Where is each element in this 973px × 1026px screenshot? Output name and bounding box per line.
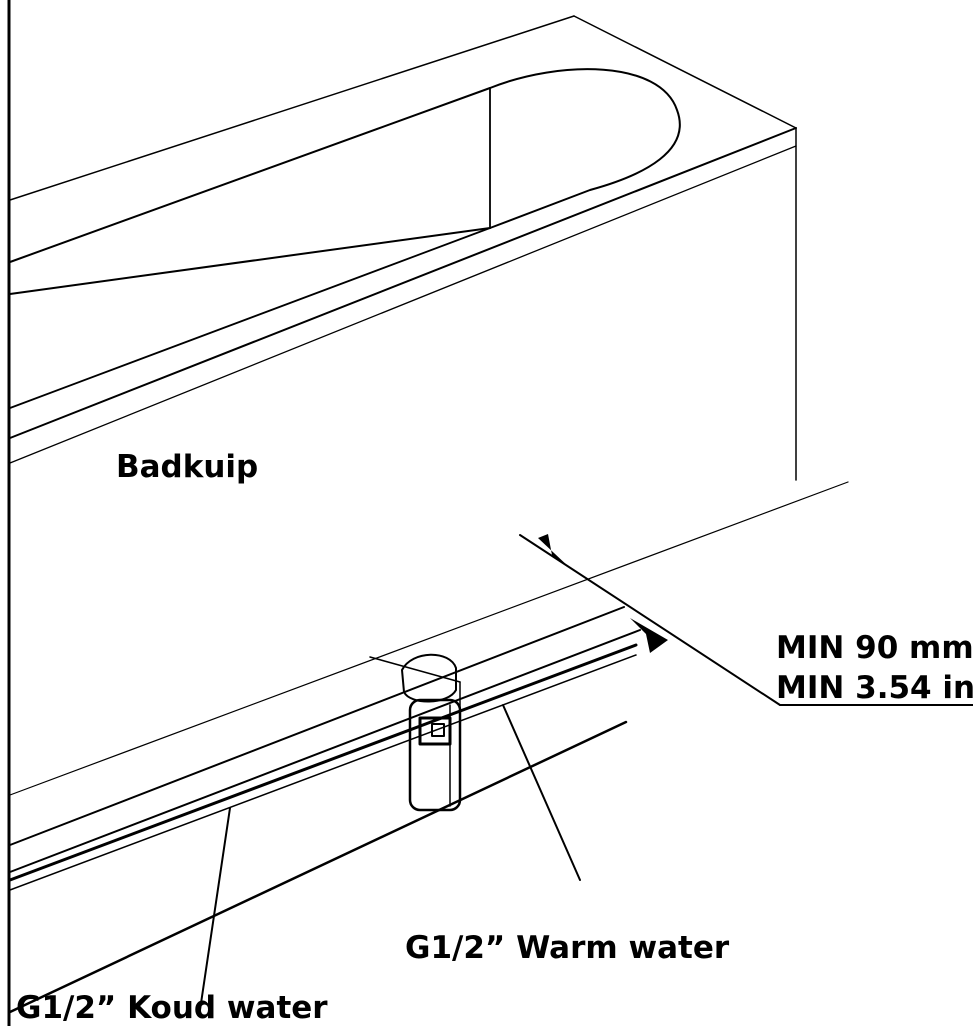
pipe-upper-line xyxy=(8,643,638,882)
min-mm-label: MIN 90 mm xyxy=(776,630,973,666)
cold-water-label: G1/2” Koud water xyxy=(16,990,328,1026)
cold-water-leader xyxy=(199,807,231,1011)
valve-connector-nut xyxy=(431,723,445,737)
rim-front-edge xyxy=(9,127,797,439)
bathtub-label: Badkuip xyxy=(116,449,258,485)
bracket-plate-top xyxy=(369,656,461,683)
valve-top-cap xyxy=(401,653,457,703)
wall-lower-edge xyxy=(8,720,628,1014)
basin-front-edge xyxy=(9,227,491,295)
dimension-arrow-upper xyxy=(538,534,570,568)
pipe-assembly xyxy=(8,606,641,1014)
basin-back-edge xyxy=(9,87,491,263)
ledge-upper-line xyxy=(9,606,625,846)
ledge-lower-line xyxy=(9,629,641,873)
pipe-lower-line xyxy=(9,654,637,891)
valve-connector xyxy=(418,716,452,746)
tub-bottom-edge xyxy=(9,481,849,796)
rim-back-edge xyxy=(9,15,575,201)
basin-inner-line xyxy=(9,227,491,409)
basin-rounded-end xyxy=(489,68,681,229)
dimension-leader-line xyxy=(519,534,781,706)
warm-water-label: G1/2” Warm water xyxy=(405,930,730,966)
warm-water-leader xyxy=(502,704,581,881)
dimension-arrow-lower xyxy=(630,618,668,653)
rim-right-edge xyxy=(573,15,797,129)
valve-body xyxy=(408,698,462,812)
min-in-label: MIN 3.54 in xyxy=(776,670,973,706)
bathtub xyxy=(9,15,849,796)
clearance-dimension xyxy=(519,534,973,706)
rim-front-lower-edge xyxy=(9,145,797,464)
